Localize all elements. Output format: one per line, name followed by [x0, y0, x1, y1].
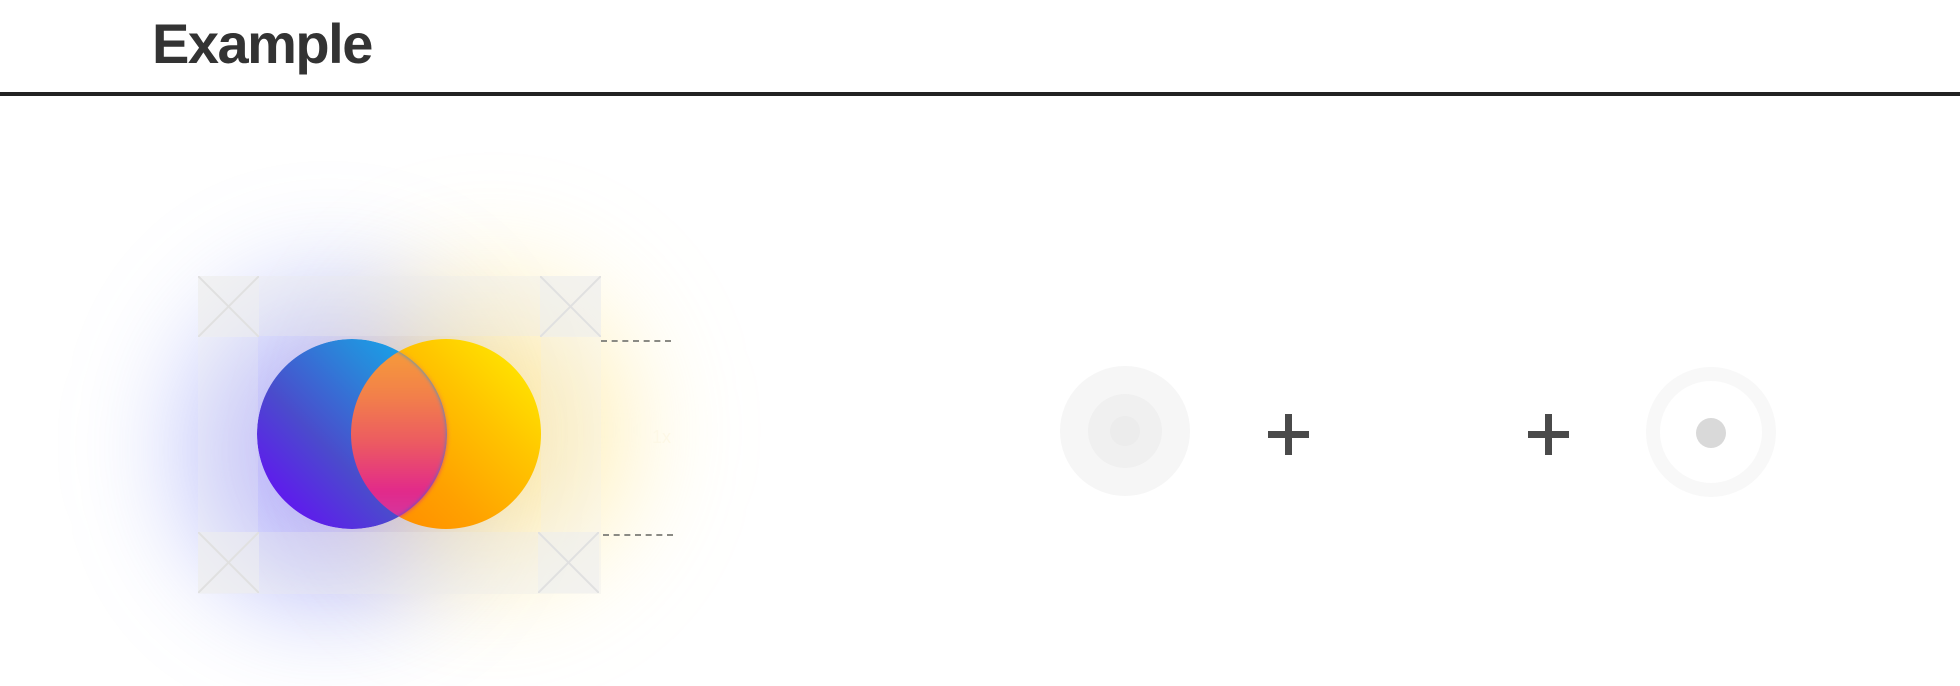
grid-band-left — [198, 336, 258, 532]
dimension-line-bottom — [603, 534, 673, 536]
plus-icon — [1528, 414, 1569, 455]
scale-label: 1x — [652, 427, 672, 447]
target-icon-center — [1110, 416, 1140, 446]
venn-figure: 1x — [0, 0, 760, 686]
radio-dot-icon — [1696, 418, 1726, 448]
venn-overlap-fill — [351, 339, 447, 529]
cross-box-icon — [198, 532, 259, 593]
grid-band-top — [198, 276, 601, 336]
cross-box-icon — [198, 276, 259, 337]
grid-frame — [198, 276, 601, 594]
dimension-line-top — [601, 340, 671, 342]
page-title: Example — [152, 12, 373, 75]
cross-box-icon — [540, 276, 601, 337]
plus-icon — [1268, 414, 1309, 455]
grid-band-right — [541, 336, 601, 532]
cross-box-icon — [538, 532, 599, 593]
header-divider — [0, 92, 1960, 96]
grid-band-bottom — [198, 532, 601, 594]
venn-overlap — [351, 339, 541, 529]
header: Example — [0, 0, 1960, 96]
